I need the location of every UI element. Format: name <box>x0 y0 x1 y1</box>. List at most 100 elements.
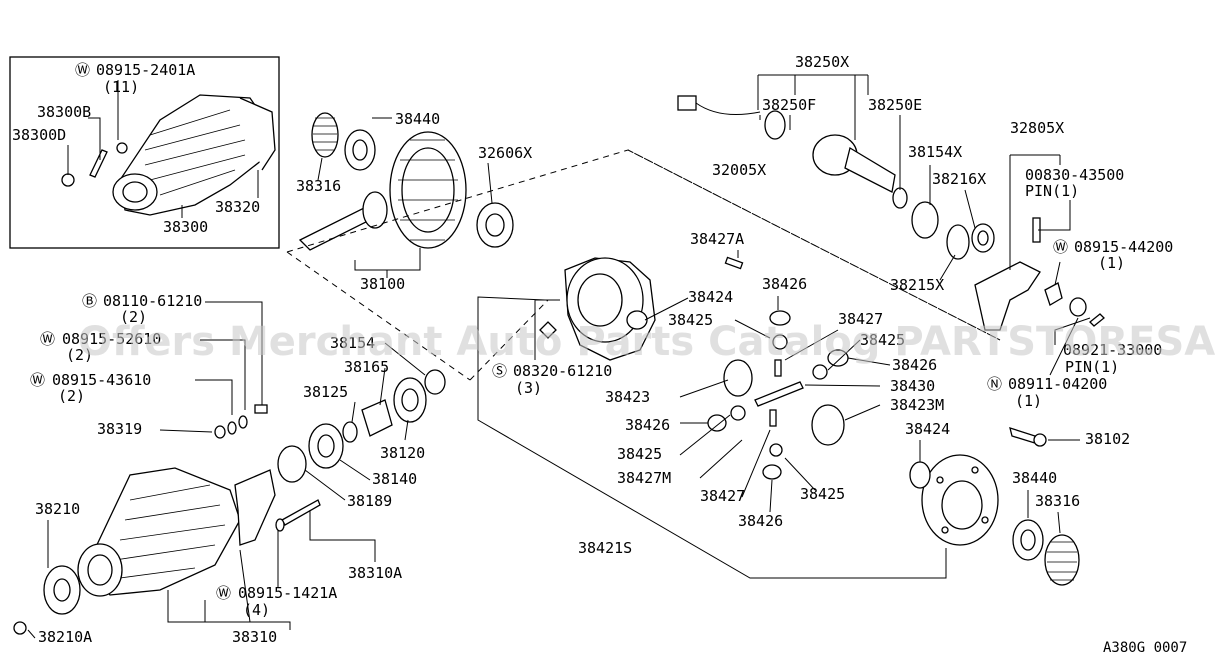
rear-cover-38210 <box>77 467 241 597</box>
label-qty-11: (11) <box>103 78 139 96</box>
label-08320-61210: 08320-61210 <box>513 362 612 380</box>
label-38154X: 38154X <box>908 143 962 161</box>
label-08911-04200: 08911-04200 <box>1008 375 1107 393</box>
w-mark-icon: Ⓦ <box>75 61 90 79</box>
label-38310A: 38310A <box>348 564 402 582</box>
pinion-mate-38425-c <box>730 405 746 421</box>
diff-case-38421S <box>564 257 656 361</box>
label-32606X: 32606X <box>478 144 532 162</box>
pinion-shaft-38430 <box>754 381 804 407</box>
thrust-washer-38424-b <box>909 461 931 489</box>
label-38140: 38140 <box>372 470 417 488</box>
label-38425-a: 38425 <box>668 311 713 329</box>
washer-08915-52610 <box>238 415 248 429</box>
figure-code: A380G 0007 <box>1103 640 1187 656</box>
spacer-38165 <box>361 399 393 437</box>
label-38421S: 38421S <box>578 539 632 557</box>
label-08915-44200: 08915-44200 <box>1074 238 1173 256</box>
label-38316-b: 38316 <box>1035 492 1080 510</box>
label-38250E: 38250E <box>868 96 922 114</box>
flange-32805X <box>974 261 1041 331</box>
label-pin-1b: PIN(1) <box>1065 358 1119 376</box>
n-mark-icon-w1: Ⓦ <box>1053 238 1068 256</box>
bearing-38140 <box>308 423 344 469</box>
label-38426-a: 38426 <box>762 275 807 293</box>
nut-38216X <box>971 223 995 253</box>
label-38102: 38102 <box>1085 430 1130 448</box>
label-qty-1a: (1) <box>1098 254 1125 272</box>
label-38426-d: 38426 <box>738 512 783 530</box>
bearing-38316-b <box>1044 534 1080 586</box>
w-mark-icon-4: Ⓦ <box>216 584 231 602</box>
washer-38426-c <box>707 414 727 432</box>
side-gear-38423M <box>811 404 845 446</box>
label-38440-b: 38440 <box>1012 469 1057 487</box>
label-38423: 38423 <box>605 388 650 406</box>
label-pin-1a: PIN(1) <box>1025 182 1079 200</box>
label-38425-d: 38425 <box>800 485 845 503</box>
washer-38426-a <box>769 310 791 326</box>
shim-38125 <box>342 421 358 443</box>
spacer-32606X <box>476 202 514 248</box>
washer-08915-43610 <box>227 421 237 435</box>
flange-38210 <box>43 565 81 615</box>
label-38210: 38210 <box>35 500 80 518</box>
label-38316-top: 38316 <box>296 177 341 195</box>
label-qty-1b: (1) <box>1015 392 1042 410</box>
label-38430: 38430 <box>890 377 935 395</box>
label-qty-2a: (2) <box>120 308 147 326</box>
bolt-38310A <box>281 499 321 526</box>
label-38300B: 38300B <box>37 103 91 121</box>
w-mark-icon-2: Ⓦ <box>40 330 55 348</box>
label-38427A: 38427A <box>690 230 744 248</box>
bolt-38300B <box>89 149 108 178</box>
label-08921-33000: 08921-33000 <box>1063 341 1162 359</box>
label-38424-b: 38424 <box>905 420 950 438</box>
label-08915-43610: 08915-43610 <box>52 371 151 389</box>
label-00830-43500: 00830-43500 <box>1025 166 1124 184</box>
carrier-housing-inset <box>112 94 276 216</box>
washer-08915-1421A <box>275 518 285 532</box>
label-08915-52610: 08915-52610 <box>62 330 161 348</box>
label-38425-c: 38425 <box>617 445 662 463</box>
label-08915-2401A: 08915-2401A <box>96 61 195 79</box>
label-qty-4: (4) <box>243 601 270 619</box>
seal-38189 <box>277 445 307 483</box>
nut-38210A <box>13 621 27 635</box>
nut-38300D <box>61 173 75 187</box>
pinion-mate-38425-d <box>769 443 783 457</box>
label-38189: 38189 <box>347 492 392 510</box>
label-38426-c: 38426 <box>625 416 670 434</box>
connector-32005X <box>677 95 761 116</box>
label-38120: 38120 <box>380 444 425 462</box>
label-38100: 38100 <box>360 275 405 293</box>
label-qty-2b: (2) <box>66 346 93 364</box>
bolt-08110-61210 <box>254 404 268 414</box>
label-38425-b: 38425 <box>860 331 905 349</box>
b-mark-icon: Ⓑ <box>82 292 97 310</box>
pinion-mate-38425-a <box>772 334 788 350</box>
plug-38319 <box>214 425 226 439</box>
label-32805X: 32805X <box>1010 119 1064 137</box>
bearing-38120 <box>393 377 427 423</box>
label-38154: 38154 <box>330 334 375 352</box>
explode-boundary <box>286 149 1001 381</box>
n-mark-icon: Ⓝ <box>987 375 1002 393</box>
label-38427M: 38427M <box>617 469 671 487</box>
pin-38427 <box>774 359 782 377</box>
s-mark-icon: Ⓢ <box>492 362 507 380</box>
bolt-08320-61210 <box>539 321 557 339</box>
oil-seal-38154X <box>911 201 939 239</box>
ring-gear-pinion-38100 <box>298 131 467 251</box>
w-mark-icon-3: Ⓦ <box>30 371 45 389</box>
label-38250X: 38250X <box>795 53 849 71</box>
bolt-38102 <box>1009 427 1047 447</box>
label-38165: 38165 <box>344 358 389 376</box>
label-38300D: 38300D <box>12 126 66 144</box>
lock-plate-38215X <box>946 224 970 260</box>
washer-08915-44200 <box>1044 282 1063 306</box>
label-38319: 38319 <box>97 420 142 438</box>
label-38250F: 38250F <box>762 96 816 114</box>
bracket-38310 <box>234 469 276 546</box>
